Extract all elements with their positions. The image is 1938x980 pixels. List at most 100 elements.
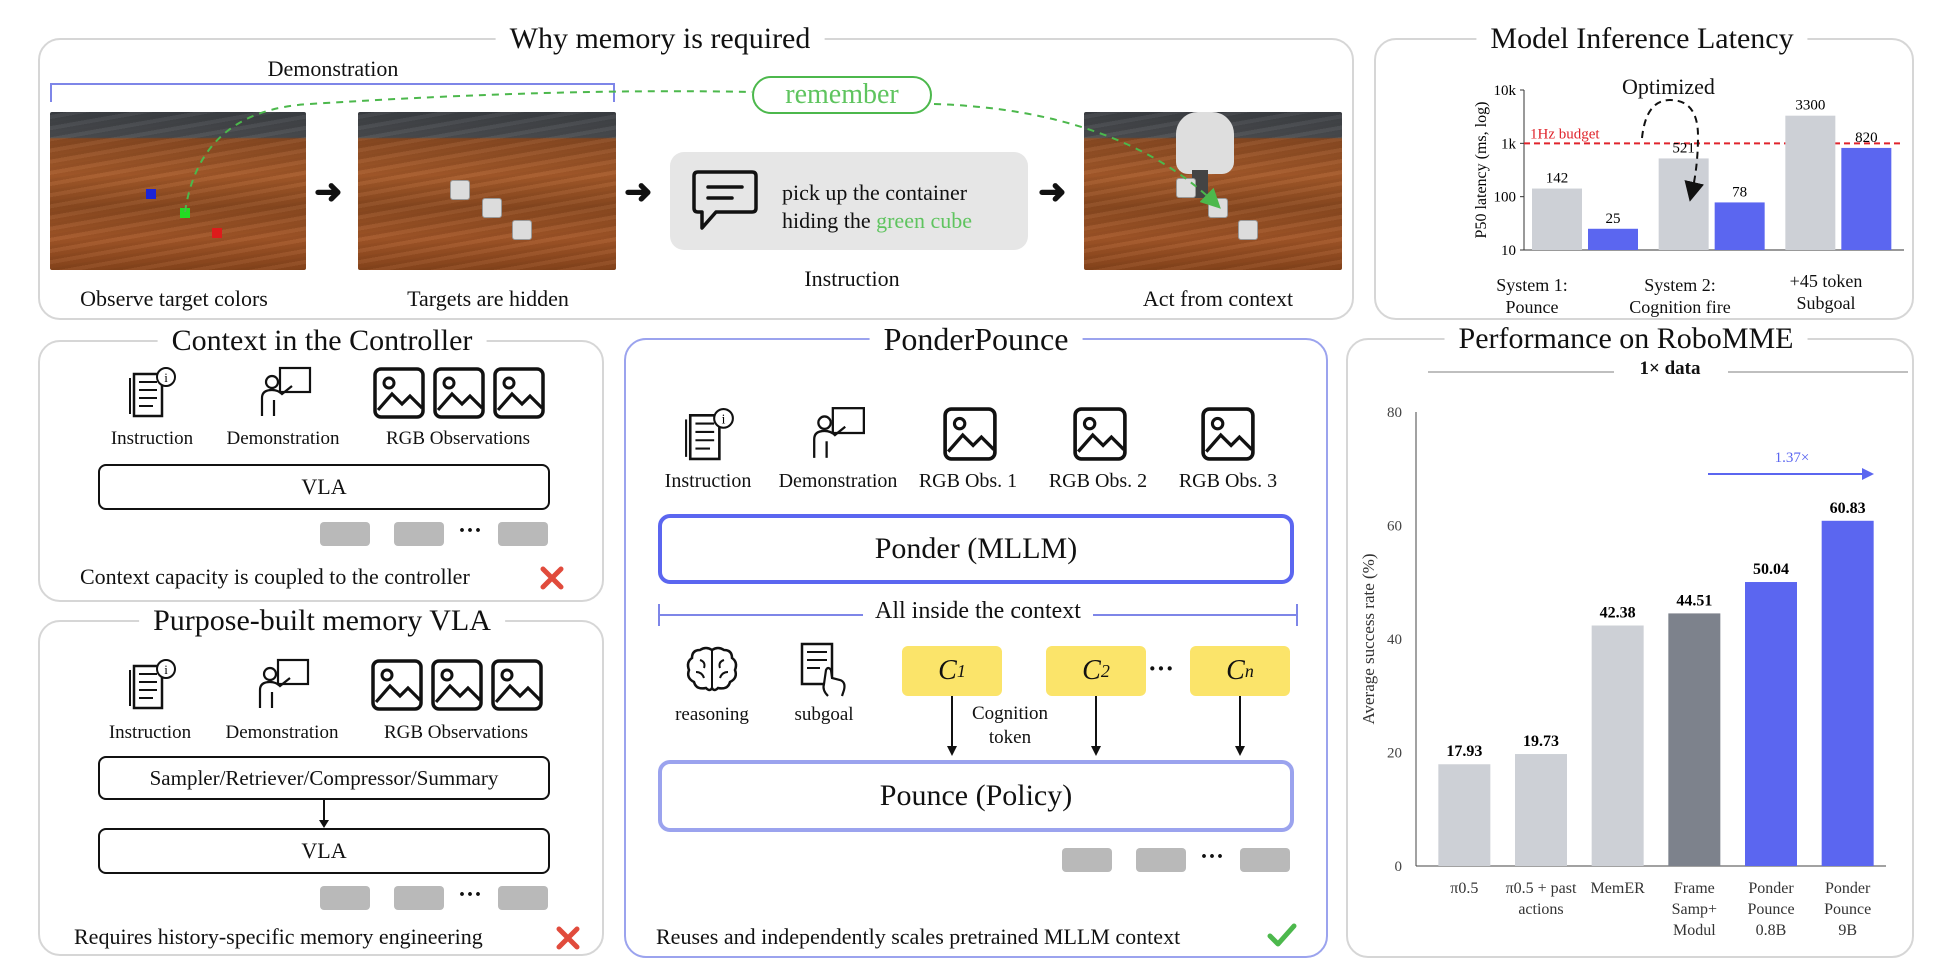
arrow-icon: ➜ xyxy=(314,174,343,211)
sampler-to-vla-arrow xyxy=(319,800,329,828)
chat-bubble-icon xyxy=(692,170,758,230)
subgoal-label: subgoal xyxy=(794,704,854,725)
latency-category-0: System 1:Pounce xyxy=(1496,275,1568,317)
red-cross-icon xyxy=(540,566,564,590)
instruction-text-line1: pick up the container xyxy=(782,180,968,205)
token-down-arrows xyxy=(947,696,1245,756)
reasoning-label: reasoning xyxy=(675,704,749,725)
performance-value-label: 17.93 xyxy=(1446,743,1482,760)
latency-value-label: 820 xyxy=(1855,130,1878,146)
latency-value-label: 142 xyxy=(1546,171,1569,187)
caption-hidden: Targets are hidden xyxy=(407,286,569,311)
latency-value-label: 521 xyxy=(1672,140,1695,156)
action-token xyxy=(394,886,444,910)
performance-bar xyxy=(1668,613,1721,866)
rgb-image-icon xyxy=(1073,407,1127,461)
instruction-document-icon: i xyxy=(685,408,734,461)
memory-panel-title: Why memory is required xyxy=(495,20,825,58)
scene-observe-image xyxy=(50,112,306,270)
rgb-image-icon xyxy=(373,367,425,419)
y-tick-label: 100 xyxy=(1494,190,1517,206)
instruction-text-line2: hiding the green cube xyxy=(782,208,972,234)
caption-act: Act from context xyxy=(1142,286,1294,311)
budget-label: 1Hz budget xyxy=(1530,126,1600,142)
y-tick-label: 10 xyxy=(1501,243,1516,259)
arrow-icon: ➜ xyxy=(624,174,653,211)
latency-category-1: System 2:Cognition fire xyxy=(1629,275,1731,317)
performance-bar xyxy=(1438,764,1491,866)
action-token xyxy=(1062,848,1112,872)
rgb-observations-label: RGB Observations xyxy=(385,428,531,449)
speedup-label: 1.37× xyxy=(1774,450,1810,466)
performance-category-label: π0.5 xyxy=(1450,880,1479,897)
y-tick-label: 0 xyxy=(1395,859,1403,875)
instruction-label: Instruction xyxy=(664,470,752,492)
ellipsis: ··· xyxy=(458,882,483,908)
purpose-panel-title: Purpose-built memory VLA xyxy=(139,602,505,640)
ponder-footer: Reuses and independently scales pretrain… xyxy=(656,924,1181,949)
token-ellipsis: ··· xyxy=(1148,654,1175,683)
performance-bar xyxy=(1591,625,1644,866)
latency-bar xyxy=(1588,228,1638,250)
rgb-image-icon xyxy=(371,659,423,711)
caption-instruction: Instruction xyxy=(804,266,900,291)
ponder-mllm-box: Ponder (MLLM) xyxy=(658,514,1294,584)
performance-bar xyxy=(1745,582,1797,866)
y-tick-label: 60 xyxy=(1387,519,1402,535)
action-token xyxy=(320,886,370,910)
ellipsis: ··· xyxy=(458,518,483,544)
action-token xyxy=(498,522,548,546)
svg-text:i: i xyxy=(164,662,168,677)
performance-category-label: Ponder Pounce 9B xyxy=(1824,880,1872,939)
pounce-policy-box: Pounce (Policy) xyxy=(658,760,1294,832)
demonstration-presenter-icon xyxy=(260,366,312,416)
y-axis-label: Average success rate (%) xyxy=(1359,553,1378,724)
rgb-obs-1-label: RGB Obs. 1 xyxy=(918,470,1018,492)
performance-value-label: 42.38 xyxy=(1600,604,1636,621)
performance-bar xyxy=(1515,754,1567,866)
rgb-image-icon xyxy=(493,367,545,419)
optimized-label: Optimized xyxy=(1622,74,1715,99)
purpose-footer: Requires history-specific memory enginee… xyxy=(74,924,483,949)
rgb-image-icon xyxy=(433,367,485,419)
arrow-icon: ➜ xyxy=(1038,174,1067,211)
context-label: All inside the context xyxy=(863,598,1093,625)
green-cube-text: green cube xyxy=(876,208,972,233)
sampler-box: Sampler/Retriever/Compressor/Summary xyxy=(98,756,550,800)
ponderpounce-panel-title: PonderPounce xyxy=(869,320,1083,358)
green-check-icon xyxy=(1267,923,1297,947)
performance-category-label: MemER xyxy=(1590,880,1645,897)
remember-badge: remember xyxy=(752,76,932,114)
remember-arc xyxy=(184,90,1221,213)
performance-value-label: 60.83 xyxy=(1830,500,1866,517)
speedup-arrow xyxy=(1708,468,1874,480)
instruction-document-icon: i xyxy=(129,659,176,710)
optimized-arrow xyxy=(1641,98,1704,202)
demonstration-presenter-icon xyxy=(258,658,310,708)
svg-text:i: i xyxy=(164,370,168,385)
demonstration-bracket xyxy=(50,83,615,102)
rgb-observations-label: RGB Observations xyxy=(383,722,529,743)
demonstration-presenter-icon xyxy=(813,407,865,458)
y-tick-label: 40 xyxy=(1387,632,1402,648)
y-tick-label: 10k xyxy=(1494,83,1517,99)
performance-bar xyxy=(1821,520,1874,866)
vla-box: VLA xyxy=(98,464,550,510)
action-token xyxy=(1240,848,1290,872)
red-cross-icon xyxy=(556,926,580,950)
rgb-image-icon xyxy=(491,659,543,711)
controller-panel-title: Context in the Controller xyxy=(157,322,487,360)
performance-panel-title: Performance on RoboMME xyxy=(1444,320,1808,358)
performance-subtitle: 1× data xyxy=(1639,358,1701,379)
latency-value-label: 3300 xyxy=(1795,98,1825,114)
latency-bar xyxy=(1532,188,1582,250)
instruction-document-icon: i xyxy=(129,367,176,418)
brain-icon xyxy=(686,646,738,692)
rgb-obs-2-label: RGB Obs. 2 xyxy=(1048,470,1148,492)
